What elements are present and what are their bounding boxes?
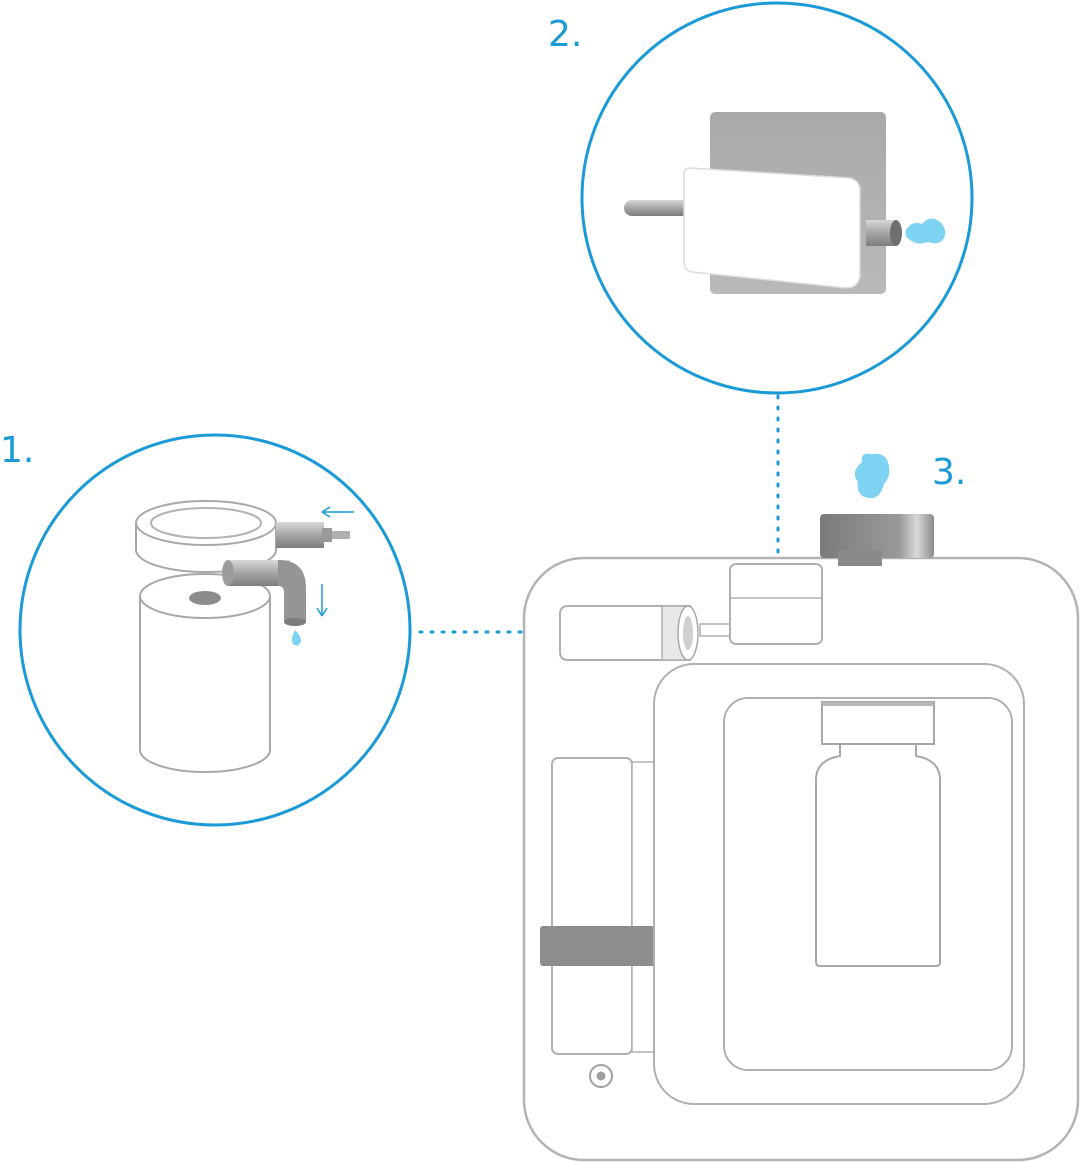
mount-block: [683, 167, 861, 289]
status-indicator-icon: [589, 1064, 613, 1088]
top-outlet-cap: [820, 514, 934, 566]
inlet-pipe: [276, 522, 350, 548]
step-1-detail: [18, 433, 412, 827]
step-1-label: 1.: [0, 430, 34, 471]
left-pillar: [540, 757, 656, 1055]
water-drop-icon: [291, 630, 302, 646]
pillar-strap: [540, 926, 656, 966]
device-body: [522, 453, 1080, 1162]
step-2-detail: [580, 1, 974, 395]
valve-block: [699, 563, 823, 645]
step-3-label: 3.: [932, 452, 966, 493]
bottle: [815, 701, 941, 967]
arrow-left-icon: [321, 506, 354, 518]
cartridge-port: [189, 591, 221, 605]
device-cartridge: [559, 605, 699, 661]
step-2-label: 2.: [548, 14, 582, 55]
water-splash-icon: [905, 218, 946, 244]
arrow-down-icon: [316, 584, 328, 617]
top-water-splash-icon: [854, 453, 890, 499]
outlet-elbow: [222, 560, 306, 626]
